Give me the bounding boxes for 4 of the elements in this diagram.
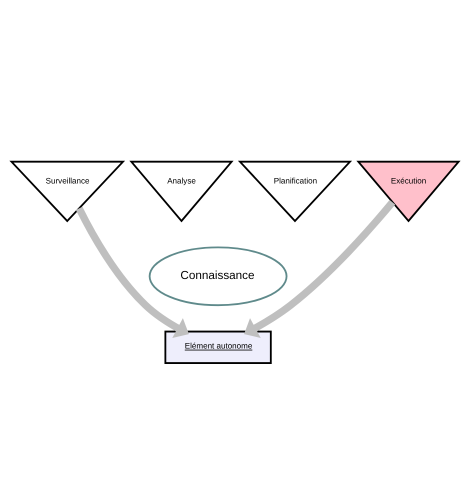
arrow: [76, 206, 189, 338]
arrow: [244, 199, 396, 338]
node-box: Elément autonome: [164, 330, 272, 364]
node-ellipse: Connaissance: [148, 246, 288, 306]
